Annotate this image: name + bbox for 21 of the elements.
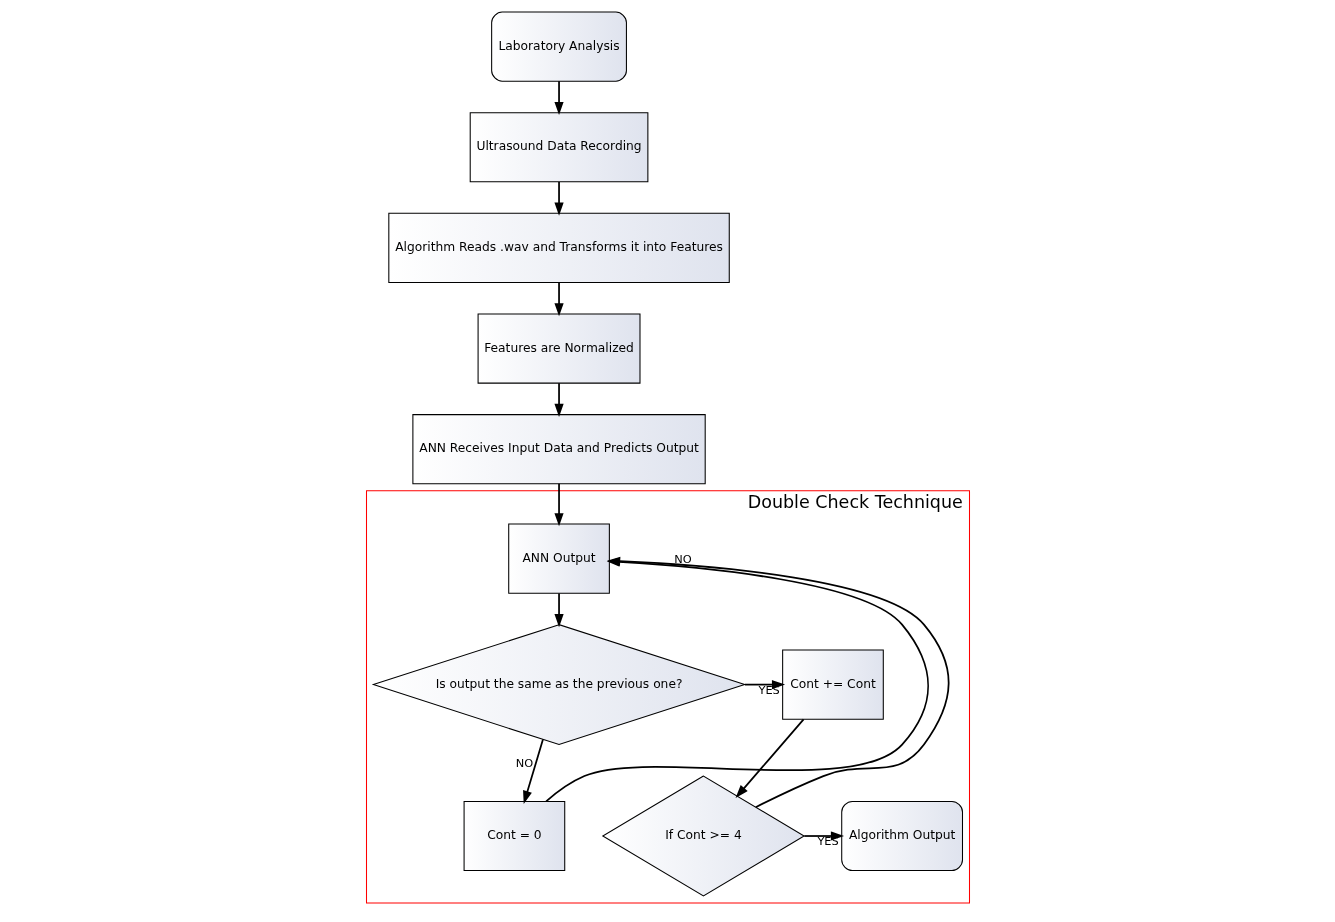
node-box: Algorithm Output [840, 800, 963, 872]
node-box: Features are Normalized [477, 313, 640, 384]
edge-label: NO [515, 756, 533, 771]
arrow [553, 80, 564, 116]
node-diamond: If Cont >= 4 [601, 775, 805, 897]
edge-label: NO [673, 551, 692, 566]
node-diamond: Is output the same as the previous one? [371, 624, 746, 746]
node-box: ANN Output [507, 523, 610, 594]
arrow [522, 738, 544, 804]
node-box: Ultrasound Data Recording [469, 112, 648, 183]
arrow [553, 482, 564, 527]
arrow [553, 382, 564, 417]
arrow [553, 592, 564, 628]
arrow [553, 181, 564, 216]
node-box: Cont = 0 [463, 800, 565, 872]
node-box: ANN Receives Input Data and Predicts Output [411, 414, 706, 485]
arrow [735, 718, 804, 799]
node-box: Algorithm Reads .wav and Transforms it into Features [387, 212, 730, 283]
node-box: Laboratory Analysis [490, 11, 627, 82]
arrow [553, 281, 564, 317]
node-box: Cont += Cont [781, 649, 884, 720]
